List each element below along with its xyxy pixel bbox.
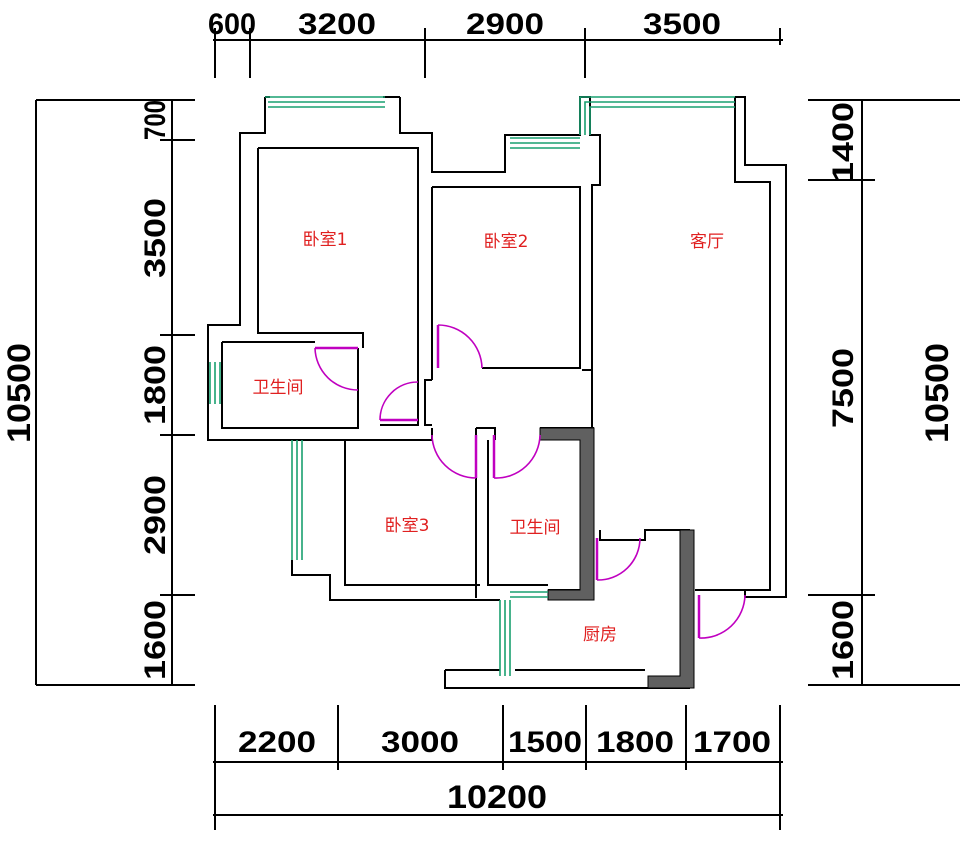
room-label-bath1: 卫生间 [253,378,304,398]
left-dim-total: 10500 [1,343,37,443]
top-dim-1: 600 [208,8,256,41]
top-dim-4: 3500 [643,8,721,41]
room-label-bath2: 卫生间 [510,518,561,538]
bottom-dim-4: 1800 [596,726,674,759]
left-dim-1: 700 [139,100,172,140]
room-label-bedroom1: 卧室1 [303,230,348,250]
left-dim-5: 1600 [139,600,172,680]
bottom-dim-5: 1700 [693,726,771,759]
bottom-dimension: 2200 3000 1500 1800 1700 10200 [213,705,783,830]
top-dim-2: 3200 [298,8,376,41]
windows [209,96,735,676]
right-dim-1: 1400 [827,102,860,182]
left-dimension: 700 3500 1800 2900 1600 10500 [1,99,195,686]
right-dim-total: 10500 [919,343,955,443]
right-dim-2: 7500 [827,348,860,428]
right-dim-3: 1600 [827,600,860,680]
right-dimension: 1400 7500 1600 10500 [808,99,960,686]
left-dim-2: 3500 [139,198,172,278]
bottom-dim-1: 2200 [238,726,316,759]
room-label-kitchen: 厨房 [583,625,617,645]
room-labels: 卧室1 卧室2 客厅 卫生间 卧室3 卫生间 厨房 [253,230,725,645]
bottom-dim-2: 3000 [381,726,459,759]
solid-walls [539,427,695,689]
room-label-living: 客厅 [690,232,724,252]
room-label-bedroom2: 卧室2 [484,232,529,252]
doors [314,324,746,639]
room-label-bedroom3: 卧室3 [385,516,430,536]
top-dim-3: 2900 [466,8,544,41]
top-dimension: 600 3200 2900 3500 [208,8,783,78]
left-dim-4: 2900 [139,475,172,555]
bottom-dim-3: 1500 [508,726,582,759]
bottom-dim-total: 10200 [447,779,547,815]
left-dim-3: 1800 [139,345,172,425]
